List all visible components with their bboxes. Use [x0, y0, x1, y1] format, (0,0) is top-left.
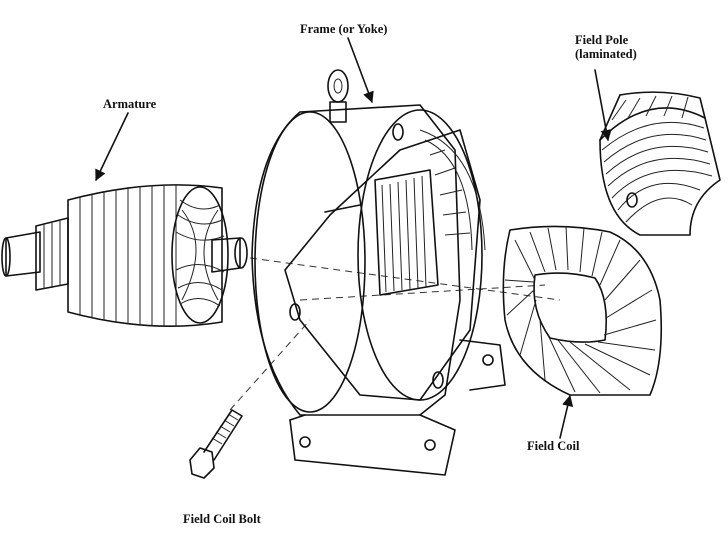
field-pole-label-line1: Field Pole — [575, 33, 629, 47]
bolt-threads — [211, 413, 239, 445]
frame-yoke-part — [251, 69, 506, 476]
field-coil-bolt-part — [189, 409, 243, 479]
lifting-eye — [327, 69, 349, 123]
frame-inner-laminations — [381, 175, 427, 293]
field-pole-label-line2: (laminated) — [575, 47, 637, 62]
armature-slots — [79, 185, 177, 326]
field-pole-label: Field Pole (laminated) — [575, 33, 637, 62]
coil-turns — [504, 225, 657, 394]
field-pole-part — [599, 91, 721, 236]
pole-laminations — [601, 95, 713, 223]
frame-inner-coil — [419, 129, 486, 251]
armature-part — [1, 184, 248, 328]
field-coil-label: Field Coil — [527, 439, 580, 453]
armature-label: Armature — [103, 97, 157, 111]
frame-yoke-label: Frame (or Yoke) — [300, 22, 388, 36]
field-coil-bolt-label: Field Coil Bolt — [183, 512, 261, 526]
leader-arrows — [95, 37, 612, 439]
armature-end-windings — [175, 199, 225, 307]
field-coil-part — [502, 225, 663, 396]
